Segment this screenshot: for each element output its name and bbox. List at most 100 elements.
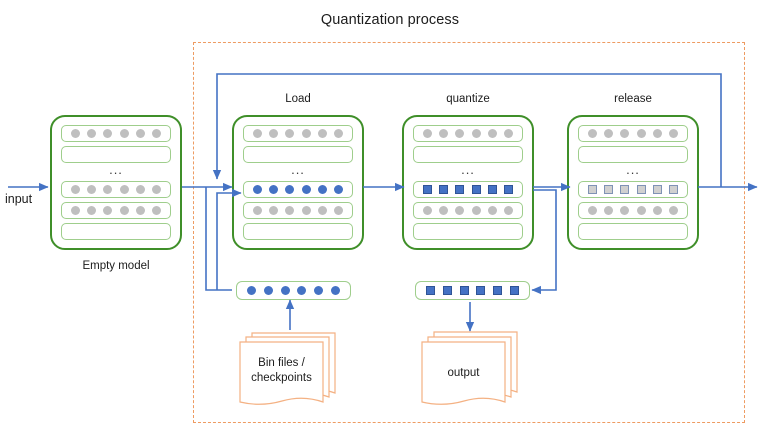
loaded-weight-node [314,286,324,295]
stage-quantize[interactable]: quantize... [402,93,534,250]
quantized-weight-node [493,286,503,295]
empty-weight-node [334,129,344,138]
bin-files-label: Bin files / checkpoints [240,356,323,386]
empty-weight-node [135,206,145,216]
layer-row [61,125,171,142]
quantized-weight-node [425,286,435,295]
empty-weight-node [636,206,646,216]
quantized-weight-node [504,185,514,195]
empty-weight-node [317,129,327,138]
stage-label-load: Load [285,93,311,105]
loaded-weight-node [263,286,273,295]
empty-weight-node [103,206,113,216]
loaded-weights-strip[interactable] [236,281,351,300]
empty-weight-node [455,129,465,138]
model-box-load: ... [232,115,364,250]
empty-weight-node [603,129,613,138]
empty-weight-node [103,185,113,195]
empty-weight-node [422,206,432,216]
empty-weight-node [438,129,448,138]
empty-weight-node [455,206,465,216]
loaded-weight-node [317,185,327,195]
empty-weight-node [86,185,96,195]
layer-row-empty [578,222,688,240]
released-weight-node [620,185,630,195]
quantization-process-region [193,42,745,423]
loaded-weight-node [285,185,295,195]
released-weight-node [636,185,646,195]
layer-row [243,181,353,199]
empty-weight-node [103,129,113,138]
quantized-weight-node [476,286,486,295]
output-line1: output [447,367,480,379]
released-weight-node [669,185,679,195]
quantized-weights-strip[interactable] [415,281,530,300]
empty-weight-node [487,129,497,138]
empty-weight-node [487,206,497,216]
empty-weight-node [504,206,514,216]
stage-release[interactable]: release... [567,93,699,250]
empty-weight-node [285,129,295,138]
stage-load[interactable]: Load... [232,93,364,250]
released-weight-node [652,185,662,195]
layer-row [578,202,688,220]
empty-weight-node [152,206,162,216]
empty-weight-node [471,206,481,216]
input-label: input [5,192,33,206]
loaded-weight-node [246,286,256,295]
loaded-weight-node [301,185,311,195]
layer-row [61,202,171,220]
layer-row [578,125,688,142]
empty-weight-node [285,206,295,216]
empty-weight-node [471,129,481,138]
empty-weight-node [152,129,162,138]
released-weight-node [603,185,613,195]
empty-weight-node [652,129,662,138]
empty-weight-node [317,206,327,216]
bin-files-line1: Bin files / [258,357,305,369]
empty-weight-node [438,206,448,216]
empty-weight-node [119,206,129,216]
bin-files-doc-stack [239,332,336,405]
layer-row [413,181,523,199]
model-box-empty-model: ... [50,115,182,250]
empty-weight-node [652,206,662,216]
layer-row-empty [243,145,353,163]
empty-weight-node [70,129,80,138]
empty-weight-node [268,206,278,216]
page-title: Quantization process [320,12,460,28]
layer-row [413,202,523,220]
empty-weight-node [86,129,96,138]
loaded-weight-node [297,286,307,295]
layer-ellipsis: ... [461,161,475,177]
layer-row [413,125,523,142]
quantized-weight-node [422,185,432,195]
empty-weight-node [636,129,646,138]
layer-row-empty [413,145,523,163]
model-box-release: ... [567,115,699,250]
quantized-weight-node [487,185,497,195]
quantized-weight-node [442,286,452,295]
empty-weight-node [587,206,597,216]
empty-weight-node [587,129,597,138]
output-label: output [422,366,505,381]
empty-weight-node [119,185,129,195]
empty-weight-node [504,129,514,138]
layer-row-empty [61,222,171,240]
layer-row [243,125,353,142]
quantized-weight-node [471,185,481,195]
layer-ellipsis: ... [291,161,305,177]
output-doc-stack [421,331,518,405]
empty-weight-node [620,206,630,216]
empty-weight-node [301,206,311,216]
quantized-weight-node [455,185,465,195]
empty-weight-node [620,129,630,138]
loaded-weight-node [334,185,344,195]
layer-row-empty [413,222,523,240]
quantized-weight-node [438,185,448,195]
empty-weight-node [70,206,80,216]
stage-empty-model[interactable]: ...Empty model [50,115,182,272]
empty-weight-node [268,129,278,138]
layer-row-empty [61,145,171,163]
